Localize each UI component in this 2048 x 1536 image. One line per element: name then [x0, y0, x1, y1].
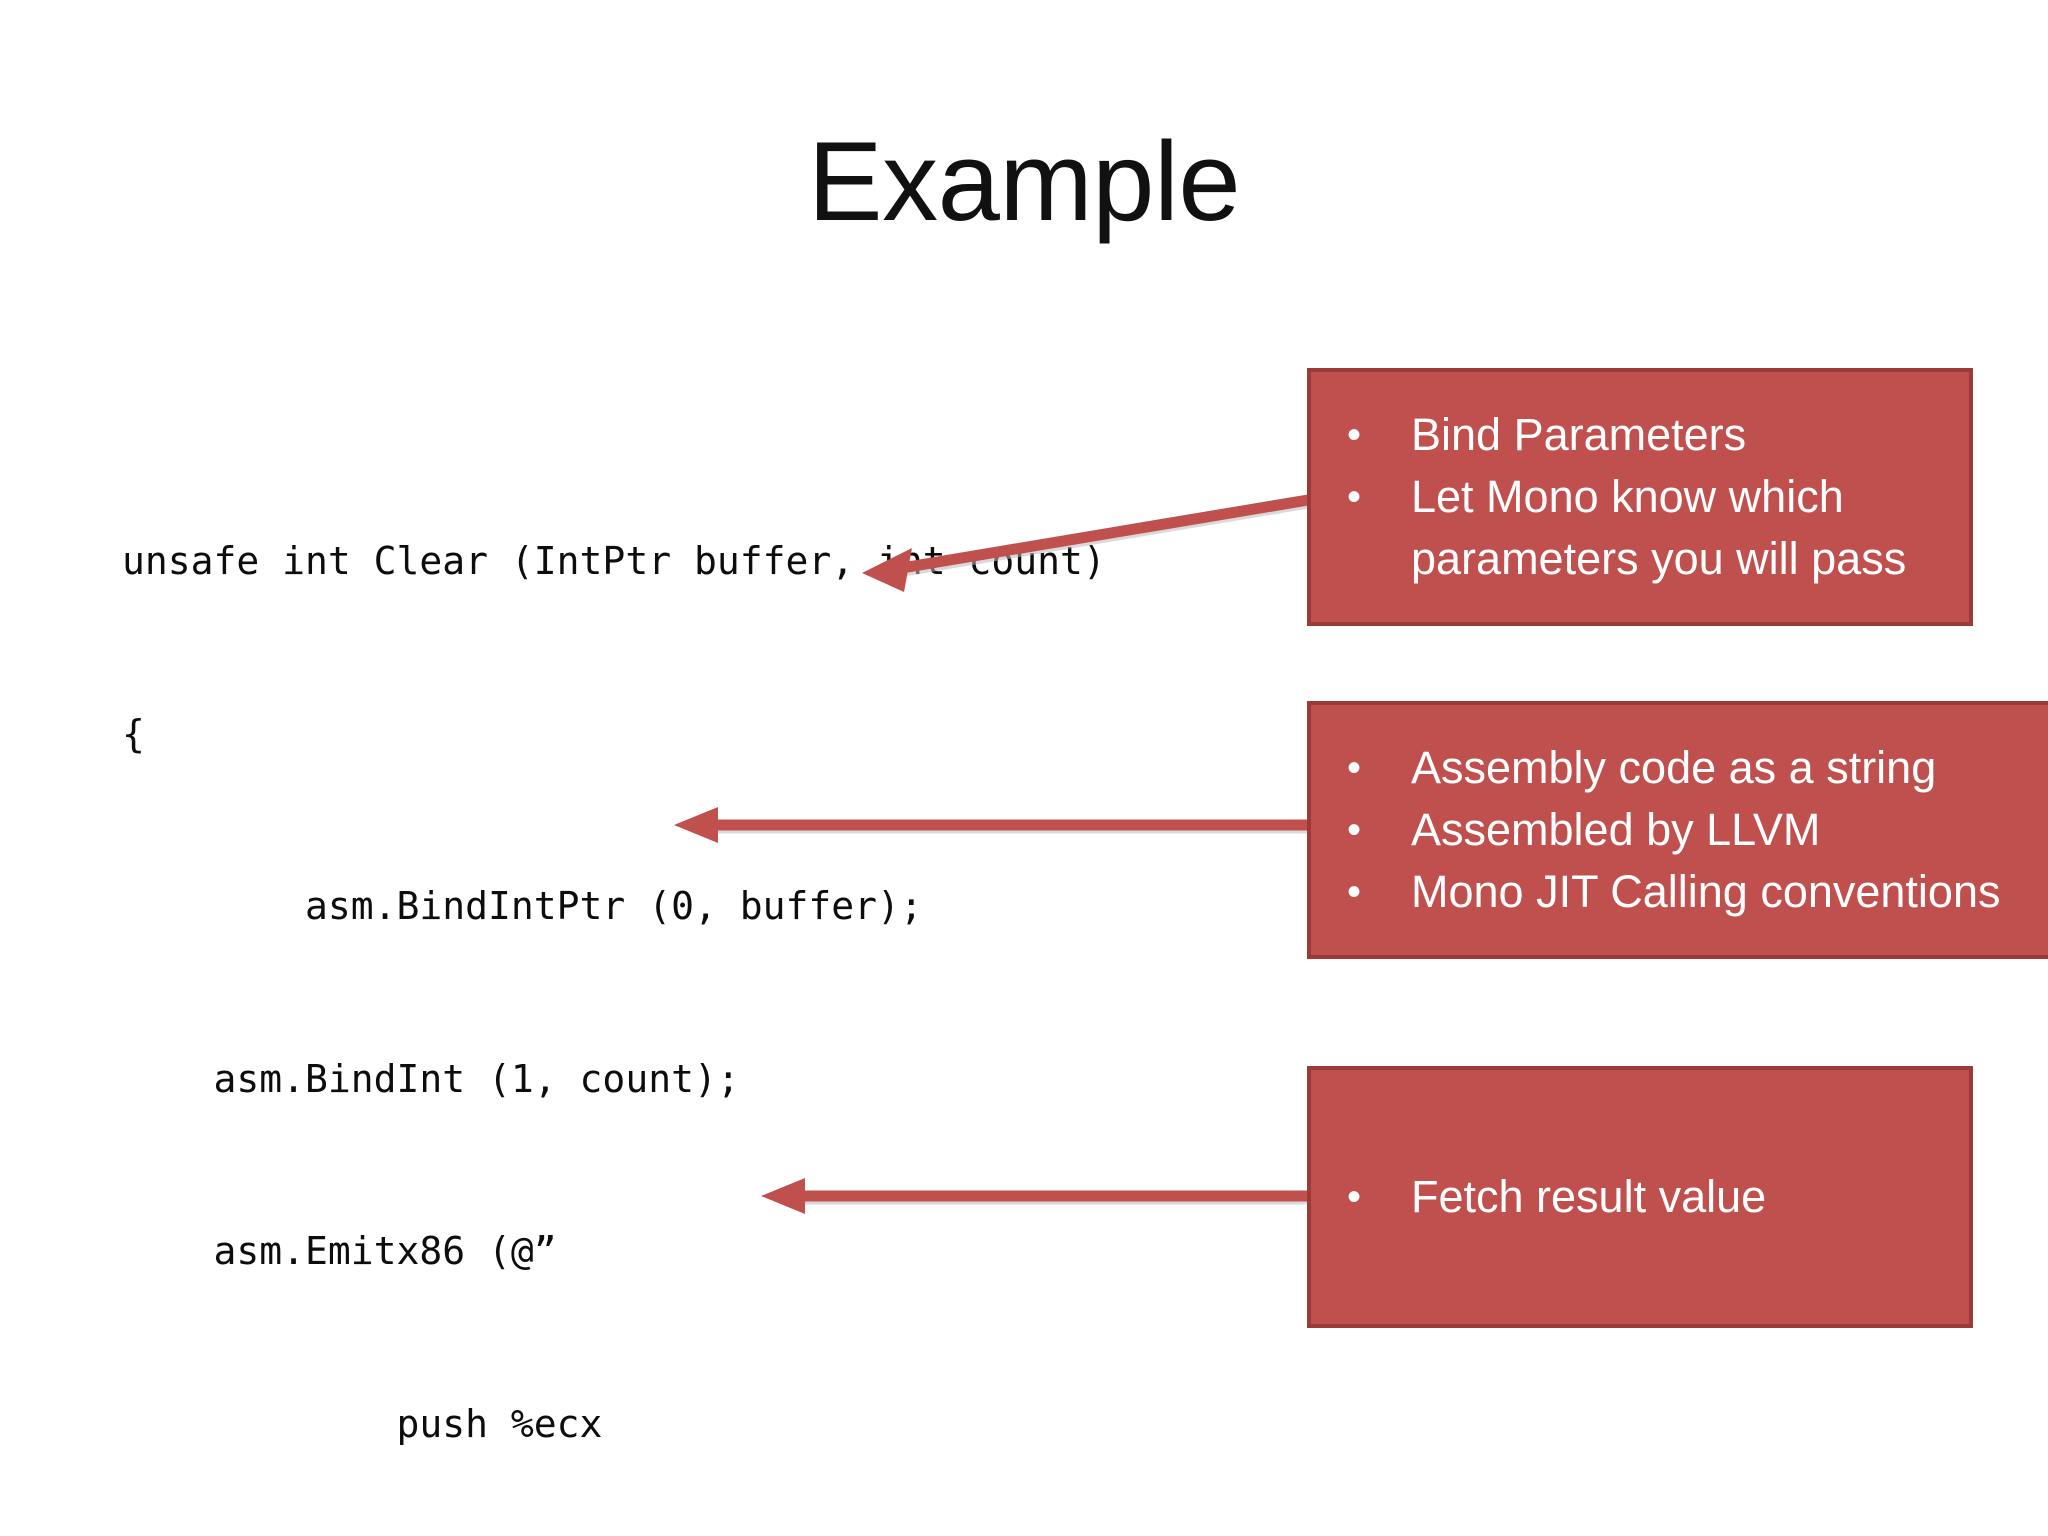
- code-line: asm.BindIntPtr (0, buffer);: [122, 884, 923, 928]
- code-line: push %ecx: [122, 1401, 603, 1446]
- page-title: Example: [807, 119, 1241, 244]
- callout-bullet-list: • Fetch result value: [1333, 1166, 1943, 1228]
- bullet-icon: •: [1347, 413, 1362, 457]
- code-line: {: [122, 711, 145, 756]
- code-line: unsafe int Clear (IntPtr buffer, int cou…: [122, 539, 1106, 583]
- assembly-code-callout: • Assembly code as a string • Assembled …: [1307, 701, 2048, 959]
- list-item-label: Assembled by LLVM: [1411, 804, 1821, 855]
- callout-bullet-list: • Assembly code as a string • Assembled …: [1333, 737, 2022, 923]
- bullet-icon: •: [1347, 475, 1362, 519]
- fetch-result-callout: • Fetch result value: [1307, 1066, 1973, 1328]
- list-item-label: Let Mono know which parameters you will …: [1411, 471, 1907, 584]
- bullet-icon: •: [1347, 808, 1362, 852]
- list-item: • Assembly code as a string: [1333, 737, 2022, 799]
- bind-parameters-callout: • Bind Parameters • Let Mono know which …: [1307, 368, 1973, 626]
- list-item: • Fetch result value: [1333, 1166, 1943, 1228]
- code-line: asm.Emitx86 (@”: [122, 1229, 557, 1273]
- bullet-icon: •: [1347, 746, 1362, 790]
- list-item: • Mono JIT Calling conventions: [1333, 861, 2022, 923]
- list-item: • Bind Parameters: [1333, 404, 1943, 466]
- list-item-label: Mono JIT Calling conventions: [1411, 866, 2001, 917]
- list-item-label: Assembly code as a string: [1411, 742, 1937, 793]
- code-listing: unsafe int Clear (IntPtr buffer, int cou…: [122, 418, 1106, 1536]
- bullet-icon: •: [1347, 870, 1362, 914]
- bullet-icon: •: [1347, 1175, 1362, 1219]
- list-item-label: Bind Parameters: [1411, 409, 1747, 460]
- code-line: asm.BindInt (1, count);: [122, 1056, 740, 1101]
- callout-bullet-list: • Bind Parameters • Let Mono know which …: [1333, 404, 1943, 590]
- list-item-label: Fetch result value: [1411, 1171, 1767, 1222]
- list-item: • Assembled by LLVM: [1333, 799, 2022, 861]
- list-item: • Let Mono know which parameters you wil…: [1333, 466, 1943, 590]
